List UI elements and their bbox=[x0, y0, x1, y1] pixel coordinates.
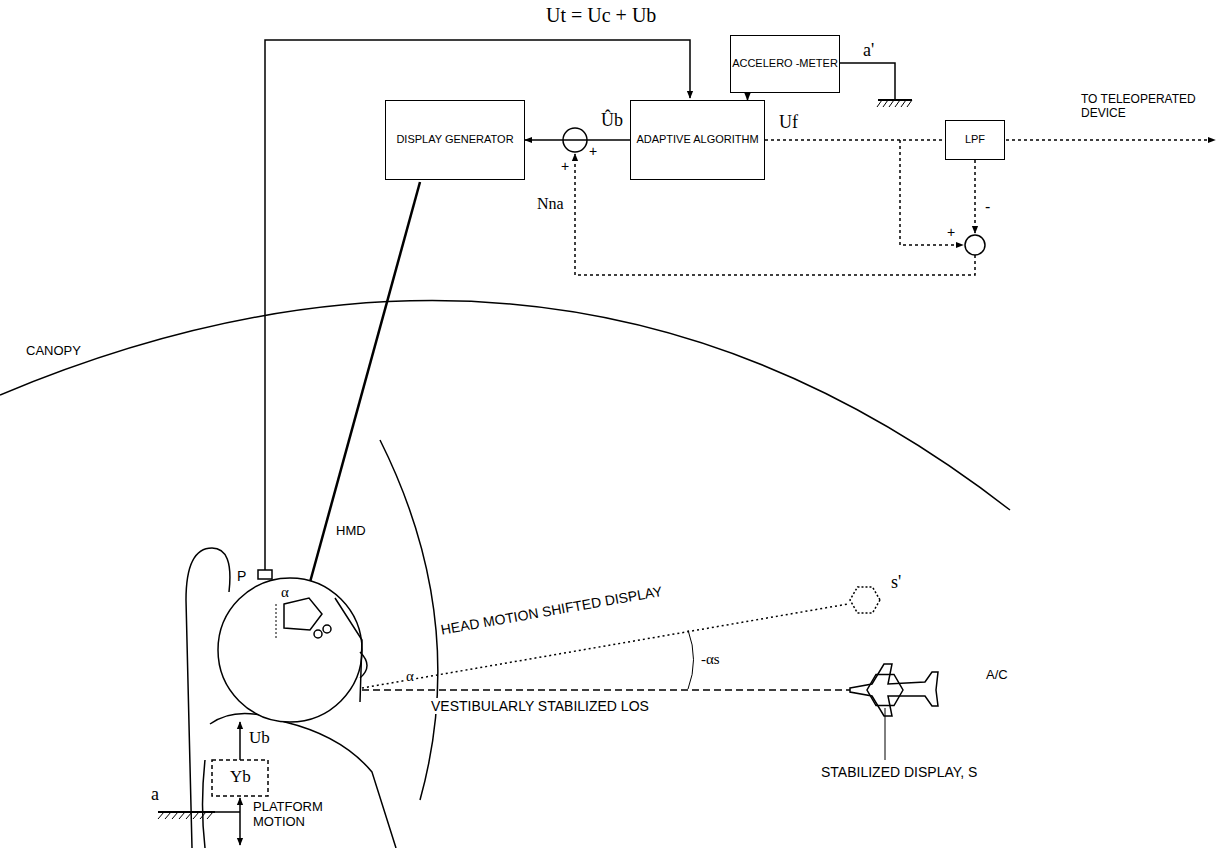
signal-wire bbox=[974, 160, 976, 233]
stabilized-display bbox=[867, 674, 903, 705]
signal-label: VESTIBULARLY STABILIZED LOS bbox=[430, 698, 650, 714]
eye bbox=[323, 625, 331, 633]
signal-label: + bbox=[560, 158, 570, 174]
visor bbox=[335, 598, 362, 702]
line-art bbox=[907, 100, 912, 107]
line-art bbox=[883, 100, 888, 107]
helmet-axis bbox=[276, 604, 277, 640]
display-feed bbox=[304, 182, 420, 604]
ground bbox=[878, 99, 912, 101]
angle-arc bbox=[688, 630, 694, 689]
seat-back bbox=[186, 548, 230, 848]
line-art bbox=[158, 812, 164, 819]
canopy-inner-arc bbox=[380, 440, 438, 800]
signal-label: Uf bbox=[778, 112, 799, 133]
helmet bbox=[218, 578, 362, 722]
connector bbox=[747, 93, 749, 100]
shifted-line-of-sight bbox=[362, 604, 848, 688]
line-art bbox=[0, 40, 1215, 848]
leader-line bbox=[885, 708, 886, 760]
box-text-group: ACCELERO -METER bbox=[732, 57, 838, 71]
summing-junction bbox=[965, 235, 985, 255]
signal-label: P bbox=[236, 568, 247, 584]
box-text-group: ADAPTIVE ALGORITHM bbox=[636, 133, 758, 147]
connector bbox=[525, 139, 630, 141]
signal-label: + bbox=[946, 224, 956, 240]
line-art bbox=[895, 100, 900, 107]
process-box: LPF bbox=[945, 120, 1005, 160]
face-profile bbox=[360, 652, 367, 678]
signal-wire bbox=[239, 722, 241, 760]
signal-wire bbox=[265, 40, 690, 572]
ground-hatch bbox=[158, 812, 213, 819]
signal-label: TO TELEOPERATED DEVICE bbox=[1080, 93, 1212, 121]
ground-hatch bbox=[877, 100, 912, 107]
signal-label: s' bbox=[890, 572, 902, 593]
signal-label: CANOPY bbox=[25, 344, 82, 359]
signal-label: α bbox=[405, 668, 415, 685]
hmd-display bbox=[284, 598, 322, 630]
signal-label: HEAD MOTION SHIFTED DISPLAY bbox=[439, 583, 665, 638]
signal-label: a bbox=[150, 784, 160, 805]
signal-label: - bbox=[984, 198, 991, 216]
box-text-group: LPF bbox=[965, 133, 985, 147]
eye bbox=[314, 630, 322, 638]
line-art bbox=[193, 812, 199, 819]
platform-motion-arrow bbox=[239, 798, 241, 845]
ground-link bbox=[215, 811, 240, 813]
signal-label: a' bbox=[862, 40, 875, 61]
ground bbox=[158, 811, 215, 813]
signal-wire bbox=[1006, 139, 1215, 141]
connector bbox=[765, 139, 945, 141]
line-art bbox=[165, 812, 171, 819]
signal-label: A/C bbox=[985, 668, 1009, 683]
signal-label: Yb bbox=[229, 767, 252, 787]
signal-label: HMD bbox=[335, 524, 367, 539]
signal-label: + bbox=[588, 143, 598, 159]
box-text: LPF bbox=[965, 133, 985, 147]
body-dynamics-box bbox=[212, 760, 268, 796]
box-text: ACCELERO -METER bbox=[732, 57, 838, 71]
line-of-sight bbox=[362, 689, 860, 691]
signal-label: Ûb bbox=[600, 110, 624, 131]
line-art bbox=[877, 100, 882, 107]
signal-label: -αs bbox=[700, 651, 721, 668]
shifted-display bbox=[850, 587, 880, 613]
pilot-body bbox=[210, 713, 396, 848]
line-art bbox=[179, 812, 185, 819]
line-art bbox=[207, 812, 213, 819]
pilot-body bbox=[203, 760, 206, 848]
accelerometer-input bbox=[833, 63, 895, 100]
aircraft bbox=[850, 664, 938, 716]
line-art bbox=[889, 100, 894, 107]
canopy-arc bbox=[0, 301, 1010, 510]
process-box: ACCELERO -METER bbox=[730, 35, 840, 93]
signal-label: PLATFORM MOTION bbox=[252, 800, 344, 830]
line-art bbox=[901, 100, 906, 107]
box-text: DISPLAY GENERATOR bbox=[396, 133, 513, 147]
line-art bbox=[200, 812, 206, 819]
helmet-sensor bbox=[258, 570, 272, 579]
line-art bbox=[172, 812, 178, 819]
signal-label: Ut = Uc + Ub bbox=[545, 4, 657, 27]
signal-label: Nna bbox=[536, 195, 565, 213]
line-art bbox=[186, 812, 192, 819]
signal-label: Ub bbox=[248, 728, 271, 748]
signal-label: STABILIZED DISPLAY, S bbox=[820, 764, 978, 780]
process-box: DISPLAY GENERATOR bbox=[385, 100, 525, 180]
signal-label: α bbox=[280, 584, 290, 601]
box-text: ADAPTIVE ALGORITHM bbox=[636, 133, 758, 147]
process-box: ADAPTIVE ALGORITHM bbox=[630, 100, 765, 180]
box-text-group: DISPLAY GENERATOR bbox=[396, 133, 513, 147]
